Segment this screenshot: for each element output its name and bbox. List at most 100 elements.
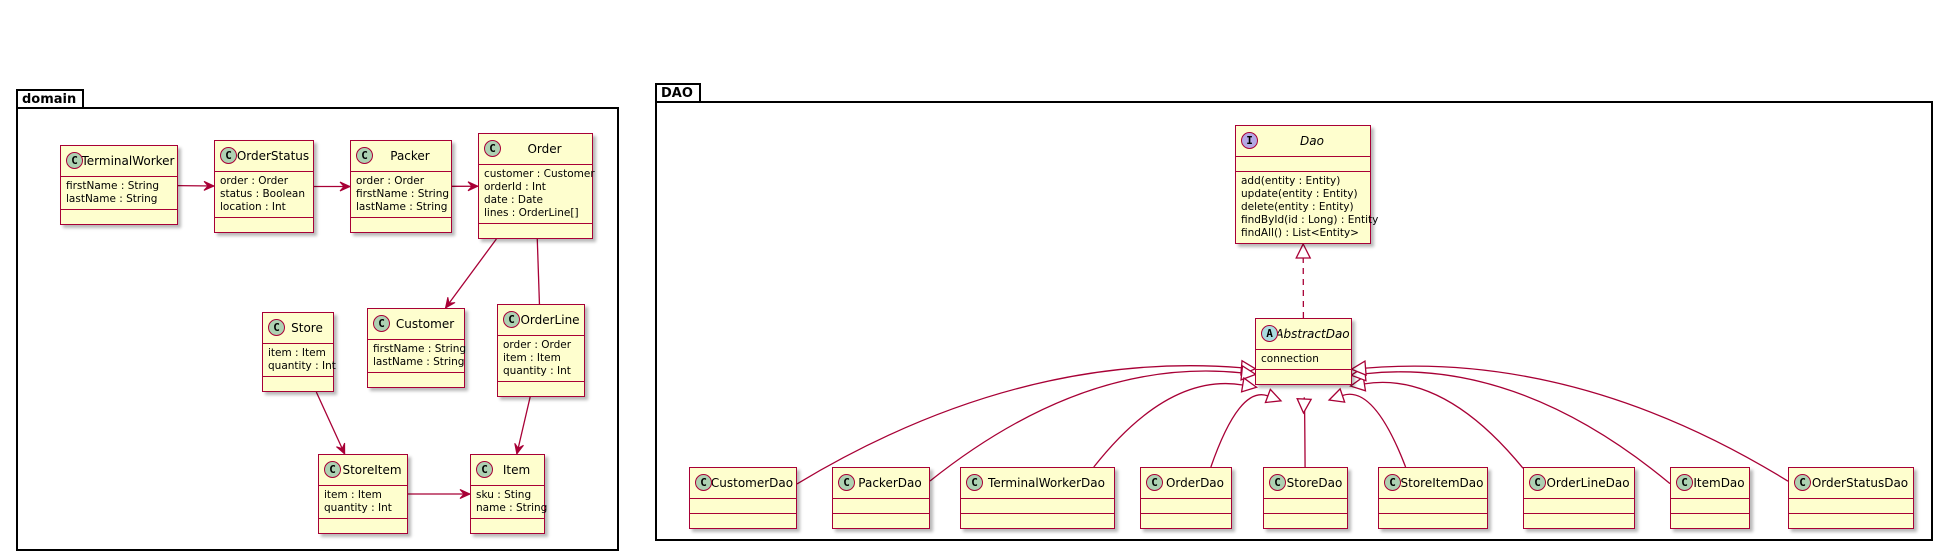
class-header: C Packer	[351, 141, 451, 171]
field-row: location : Int	[220, 201, 286, 213]
class-name: CustomerDao	[710, 476, 794, 490]
class-stereotype-icon: C	[356, 147, 373, 164]
association-arrowhead	[203, 180, 216, 191]
field-section	[1671, 498, 1749, 513]
field-row: lastName : String	[356, 201, 448, 213]
field-section	[833, 498, 929, 513]
method-section	[1524, 513, 1634, 528]
class-stereotype-icon: C	[1384, 474, 1401, 491]
field-row: quantity : Int	[324, 502, 392, 514]
field-section	[1264, 498, 1347, 513]
inheritance-arrowhead	[1240, 376, 1258, 393]
association-arrowhead	[467, 181, 480, 192]
edge-order-dao-abstract-dao	[1210, 394, 1269, 468]
association-arrowhead	[444, 297, 456, 309]
field-row: status : Boolean	[220, 188, 305, 200]
class-stereotype-icon: C	[1269, 474, 1286, 491]
field-section: connection	[1256, 349, 1351, 369]
class-name: OrderLine	[520, 313, 580, 327]
method-section	[471, 518, 544, 533]
class-name: Order	[527, 142, 562, 156]
field-row: quantity : Int	[503, 365, 571, 377]
class-stereotype-icon: A	[1261, 325, 1278, 342]
class-stereotype-icon: C	[268, 319, 285, 336]
field-row: sku : Sting	[476, 489, 532, 501]
field-row: lastName : String	[66, 193, 158, 205]
class-name: TerminalWorker	[81, 154, 175, 168]
class-stereotype-icon: C	[1529, 474, 1546, 491]
inheritance-arrowhead	[1350, 360, 1367, 377]
inheritance-arrowhead	[1264, 388, 1283, 404]
method-section	[1141, 513, 1231, 528]
class-stereotype-icon: C	[373, 315, 390, 332]
field-section	[1236, 156, 1370, 171]
field-section	[1524, 498, 1634, 513]
method-section	[1256, 369, 1351, 384]
class-stereotype-icon: C	[966, 474, 983, 491]
package-tab-dao: DAO	[655, 83, 701, 102]
class-header: C Customer	[368, 309, 464, 339]
association-arrowhead	[459, 489, 472, 499]
method-row: findAll() : List<Entity>	[1241, 227, 1359, 239]
edge-order-line-dao-abstract-dao	[1364, 381, 1524, 469]
inheritance-arrowhead	[1240, 364, 1258, 381]
class-stereotype-icon: C	[220, 147, 237, 164]
method-section	[833, 513, 929, 528]
field-row: date : Date	[484, 194, 543, 206]
field-row: order : Order	[356, 175, 425, 187]
method-section	[61, 209, 177, 224]
method-section	[961, 513, 1114, 528]
class-name: OrderDao	[1165, 476, 1225, 490]
field-row: firstName : String	[356, 188, 450, 200]
class-name: AbstractDao	[1275, 327, 1350, 341]
class-name: OrderStatus	[236, 149, 310, 163]
class-box-terminal-worker-dao: C TerminalWorkerDao	[960, 467, 1115, 529]
class-stereotype-icon: C	[1794, 474, 1811, 491]
edge-packer-dao-abstract-dao	[929, 370, 1242, 482]
class-name: TerminalWorkerDao	[988, 476, 1105, 490]
class-name: OrderStatusDao	[1811, 476, 1909, 490]
method-section	[351, 217, 451, 232]
class-name: StoreDao	[1286, 476, 1343, 490]
class-stereotype-icon: C	[838, 474, 855, 491]
field-row: orderId : Int	[484, 181, 546, 193]
field-row: firstName : String	[66, 180, 160, 192]
edge-order-order-line	[536, 238, 541, 305]
field-row: lines : OrderLine[]	[484, 207, 579, 219]
field-row: name : String	[476, 502, 548, 514]
edge-customer-dao-abstract-dao	[796, 365, 1242, 485]
association-arrowhead	[339, 181, 352, 192]
class-header: C TerminalWorkerDao	[961, 468, 1114, 498]
field-row: item : Item	[268, 347, 326, 359]
class-name: Packer	[390, 149, 430, 163]
class-name: Customer	[395, 317, 455, 331]
method-section	[690, 513, 796, 528]
method-section	[263, 376, 333, 391]
field-row: customer : Customer	[484, 168, 595, 180]
